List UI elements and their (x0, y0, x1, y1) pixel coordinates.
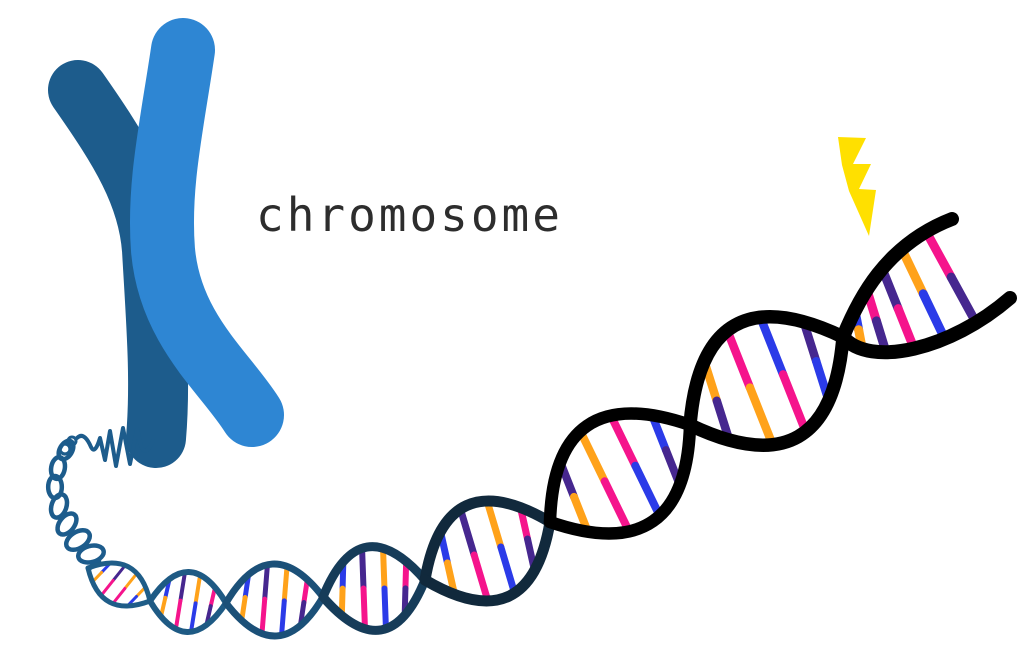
base-pair-top (380, 545, 388, 592)
helix-strand-top (543, 407, 697, 529)
helix-strand-top (222, 560, 327, 607)
base-pair-bottom (600, 477, 634, 536)
base-pair-bottom (778, 370, 810, 436)
base-pair-bottom (173, 598, 183, 631)
helix-strand-top (318, 542, 430, 602)
base-pair-top (359, 545, 367, 592)
base-pair-bottom (189, 601, 198, 634)
open-strand-bottom (836, 291, 1017, 360)
base-pair-top (281, 563, 290, 604)
chromosome-label: chromosome (256, 188, 563, 242)
coil-scribble (75, 426, 155, 468)
helix-strand-top (147, 569, 229, 606)
helix-strand-bottom (85, 565, 153, 609)
base-pair-top (723, 326, 755, 392)
base-pair-top (262, 562, 270, 602)
coil-loop (76, 543, 106, 565)
helix-strand-bottom (419, 516, 556, 607)
base-pair-bottom (111, 587, 127, 606)
base-pair-bottom (497, 543, 519, 597)
base-pair-top (123, 571, 139, 591)
base-pair-bottom (99, 578, 115, 598)
base-pair-bottom (470, 551, 492, 605)
base-pair-bottom (381, 585, 389, 632)
base-pair-top (921, 226, 956, 282)
coil-loop (48, 454, 68, 482)
dna-helix (85, 310, 850, 640)
helix-strand-bottom (683, 330, 850, 452)
open-strand-top (836, 212, 959, 344)
base-pair-bottom (946, 272, 981, 328)
base-pair-top (483, 497, 505, 551)
base-pair-bottom (360, 585, 368, 632)
dna-coil (45, 426, 155, 572)
lightning-bolt-icon (838, 137, 876, 236)
base-pair-top (606, 411, 640, 470)
coil-loop (63, 527, 93, 553)
coil-loop (55, 511, 79, 537)
helix-strand-bottom (222, 593, 327, 640)
chromosome-x (48, 18, 284, 468)
base-pair-top (178, 570, 187, 603)
base-pair-bottom (259, 596, 268, 637)
base-pair-bottom (279, 598, 287, 638)
base-pair-top (193, 573, 203, 606)
base-pair-bottom (893, 304, 919, 354)
coil-loop (48, 492, 70, 520)
helix-strand-bottom (543, 418, 697, 540)
base-pair-top (111, 563, 127, 582)
helix-strand-top (419, 495, 556, 586)
helix-strand-bottom (147, 598, 229, 635)
base-pair-bottom (918, 289, 950, 344)
base-pair-bottom (745, 383, 777, 449)
helix-strand-top (85, 560, 153, 604)
dna-open-end (836, 212, 1017, 360)
base-pair-top (897, 244, 928, 299)
base-pair-bottom (631, 461, 664, 520)
base-pair-top (756, 313, 788, 379)
helix-strand-bottom (318, 575, 430, 635)
chromatid-light (129, 18, 284, 447)
base-pair-top (456, 505, 478, 559)
base-pair-top (576, 427, 609, 486)
helix-strand-top (683, 310, 850, 432)
